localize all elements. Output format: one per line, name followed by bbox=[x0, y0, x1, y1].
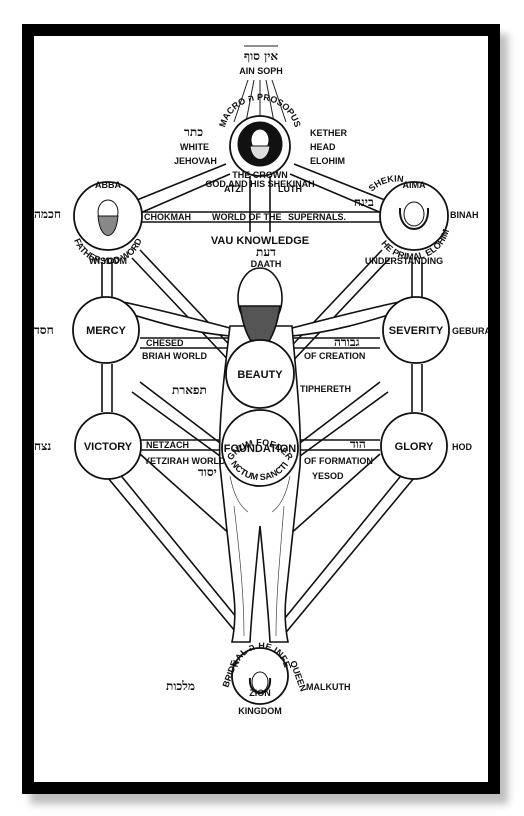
sephiroth bbox=[72, 115, 450, 705]
tree-of-life-canvas: אין סוף AIN SOPH MACRO ה PROSOPUS כתר WH… bbox=[34, 36, 488, 782]
abba-title: ABBA bbox=[95, 180, 121, 190]
geburah-label: GEBURAH bbox=[452, 326, 488, 336]
crown-inner-1: GOD AND HIS SHEKINAH bbox=[205, 179, 314, 189]
foundation-label: FOUNDATION bbox=[224, 443, 297, 455]
severity-circle bbox=[382, 296, 450, 364]
binah-hebrew: בינה bbox=[354, 195, 374, 209]
chesed-hebrew: חסד bbox=[34, 323, 54, 337]
geburah-hebrew: גבורה bbox=[334, 335, 360, 349]
abba-sub: WISDOM bbox=[89, 256, 127, 266]
supernal-left: CHOKMAH bbox=[144, 212, 191, 222]
crown-inner-0: THE CROWN bbox=[232, 170, 288, 180]
malkuth-hebrew: מלכות bbox=[166, 679, 195, 693]
supernal-center: WORLD OF THE bbox=[212, 212, 282, 222]
yesod-hebrew: יסוד bbox=[198, 465, 217, 479]
tiphereth-hebrew: תפארת bbox=[172, 383, 207, 397]
hod-hebrew: הוד bbox=[350, 437, 366, 451]
ain-soph-label: AIN SOPH bbox=[239, 66, 283, 76]
chokmah-hebrew: חכמה bbox=[34, 207, 61, 221]
foundation-circle bbox=[221, 409, 299, 487]
ain-soph-rays bbox=[233, 45, 287, 123]
severity-label: SEVERITY bbox=[389, 325, 444, 337]
netzach-label: NETZACH bbox=[146, 440, 189, 450]
yesod-label: YESOD bbox=[312, 471, 344, 481]
daath-sub: DAATH bbox=[251, 259, 282, 269]
mercy-label: MERCY bbox=[86, 325, 126, 337]
crown-right-3: LUTH bbox=[278, 184, 302, 194]
supernal-right: SUPERNALS. bbox=[288, 212, 346, 222]
tree-paths bbox=[101, 163, 423, 643]
crown-left-2: ATZI bbox=[224, 184, 243, 194]
aima-portrait-icon bbox=[403, 201, 425, 227]
formation-world: OF FORMATION bbox=[304, 456, 373, 466]
hod-label: HOD bbox=[452, 442, 473, 452]
beauty-circle bbox=[225, 339, 295, 409]
beauty-label: BEAUTY bbox=[237, 369, 283, 381]
crown-left-1: JEHOVAH bbox=[174, 156, 217, 166]
ain-soph-hebrew: אין סוף bbox=[244, 49, 278, 63]
kingdom-sub: KINGDOM bbox=[238, 706, 282, 716]
victory-label: VICTORY bbox=[84, 441, 133, 453]
tree-of-life-diagram: אין סוף AIN SOPH MACRO ה PROSOPUS כתר WH… bbox=[34, 36, 488, 716]
crown-left-0: WHITE bbox=[180, 142, 209, 152]
portraits bbox=[97, 121, 430, 694]
aima-sub: UNDERSTANDING bbox=[365, 256, 443, 266]
daath-hebrew: דעת bbox=[256, 245, 276, 259]
netzach-hebrew: נצח bbox=[34, 439, 51, 453]
victory-circle bbox=[74, 412, 142, 480]
crown-right-2: ELOHIM bbox=[310, 156, 345, 166]
malkuth-label: MALKUTH bbox=[306, 682, 351, 692]
aima-arc-1: SHEKINAH MATRO ה NA GREAT bbox=[34, 36, 404, 193]
crown-right-1: HEAD bbox=[310, 142, 336, 152]
creation-world: OF CREATION bbox=[304, 351, 365, 361]
crown-right-0: KETHER bbox=[310, 128, 348, 138]
glory-label: GLORY bbox=[395, 441, 434, 453]
aima-title: AIMA bbox=[403, 180, 426, 190]
yetzirah-world: YETZIRAH WORLD bbox=[144, 456, 226, 466]
binah-label: BINAH bbox=[450, 210, 479, 220]
zion-label: ZION bbox=[249, 688, 271, 698]
figure-shading bbox=[229, 475, 291, 637]
chesed-label: CHESED bbox=[146, 338, 184, 348]
mercy-circle bbox=[72, 296, 140, 364]
daath-label: VAU KNOWLEDGE bbox=[211, 235, 309, 247]
kether-hebrew: כתר bbox=[184, 125, 203, 139]
tiphereth-label: TIPHERETH bbox=[300, 384, 351, 394]
briah-world: BRIAH WORLD bbox=[142, 351, 207, 361]
glory-circle bbox=[380, 412, 448, 480]
